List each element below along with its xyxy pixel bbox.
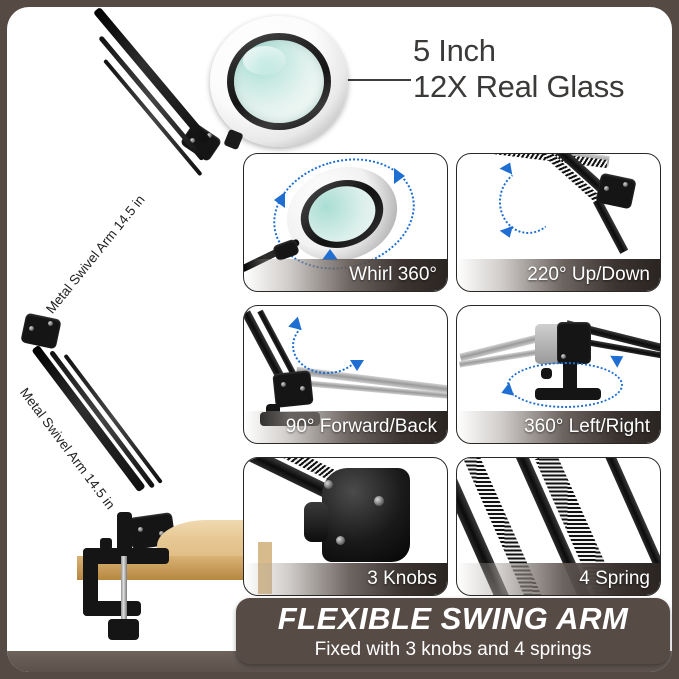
- feature-panel-3-knobs[interactable]: 3 Knobs: [243, 457, 448, 596]
- panel-caption: 90° Forward/Back: [244, 411, 447, 443]
- knob-screw: [336, 536, 345, 545]
- joint-screw: [29, 326, 34, 331]
- arm-label-upper: Metal Swivel Arm 14.5 in: [43, 192, 148, 317]
- panel-caption-text: 360° Left/Right: [524, 416, 650, 437]
- headline-line-1: 5 Inch: [413, 33, 496, 68]
- panel-caption-text: 3 Knobs: [367, 568, 437, 589]
- joint-screw: [561, 354, 566, 359]
- panel-caption-text: 90° Forward/Back: [285, 416, 437, 437]
- panel-art-3-knobs: [244, 458, 447, 595]
- panel-arm-joint: [272, 370, 314, 408]
- joint-screw: [623, 182, 628, 187]
- infographic-canvas: 5 Inch 12X Real Glass Metal Swivel Arm 1…: [7, 7, 672, 672]
- banner-title: FLEXIBLE SWING ARM: [277, 601, 629, 636]
- tilt-arrow-down: [499, 225, 517, 241]
- joint-screw: [190, 138, 195, 143]
- arm-joint-middle: [20, 312, 62, 350]
- upper-arm-bar-inner: [98, 35, 205, 162]
- panel-caption: 360° Left/Right: [457, 411, 660, 443]
- tilt-path-dotted: [494, 164, 564, 238]
- feature-panel-grid: Whirl 360° 220° Up/Down: [243, 153, 661, 596]
- clamp-knob: [100, 538, 112, 550]
- bottom-banner: FLEXIBLE SWING ARM Fixed with 3 knobs an…: [236, 598, 670, 664]
- panel-caption: 4 Spring: [457, 563, 660, 595]
- headline-line-2: 12X Real Glass: [413, 68, 625, 104]
- feature-panel-90-forward-back[interactable]: 90° Forward/Back: [243, 305, 448, 444]
- feature-panel-4-spring[interactable]: 4 Spring: [456, 457, 661, 596]
- feature-panel-360-left-right[interactable]: 360° Left/Right: [456, 305, 661, 444]
- feature-panel-whirl-360[interactable]: Whirl 360°: [243, 153, 448, 292]
- panel-caption: 220° Up/Down: [457, 259, 660, 291]
- clamp-post: [117, 512, 132, 558]
- lower-arm-bar-inner: [49, 349, 156, 489]
- joint-screw: [604, 186, 609, 191]
- joint-screw: [207, 133, 212, 138]
- joint-screw: [48, 321, 53, 326]
- magnifier-glass: [234, 39, 324, 124]
- panel-art-360-left-right: [457, 306, 660, 443]
- knob-housing: [322, 468, 410, 562]
- panel-caption: 3 Knobs: [244, 563, 447, 595]
- panel-caption-text: 4 Spring: [579, 568, 650, 589]
- joint-screw: [138, 527, 143, 532]
- banner-subtitle: Fixed with 3 knobs and 4 springs: [314, 639, 592, 660]
- knob-screw: [374, 496, 384, 506]
- panel-art-whirl-360: [244, 154, 447, 291]
- panel-caption-text: Whirl 360°: [349, 264, 437, 285]
- upper-arm-bar-outer: [92, 7, 211, 145]
- feature-panel-220-up-down[interactable]: 220° Up/Down: [456, 153, 661, 292]
- pivot-arrow-back: [350, 360, 364, 371]
- headline-block: 5 Inch 12X Real Glass: [413, 33, 663, 105]
- rotation-arrow-bottom: [322, 249, 338, 260]
- knob-handle-large: [304, 502, 328, 542]
- rotation-arrow-left: [274, 192, 285, 208]
- clamp-screw-shaft: [121, 556, 127, 622]
- joint-screw: [300, 386, 305, 391]
- magnifier-lamp-head: [210, 16, 348, 147]
- swivel-path-dotted: [507, 362, 623, 408]
- swivel-arrow-right: [610, 350, 627, 368]
- joint-screw: [281, 382, 286, 387]
- clamp-bottom-jaw: [83, 601, 141, 616]
- clamp-screw-handle: [108, 619, 139, 640]
- panel-caption-text: 220° Up/Down: [527, 264, 650, 285]
- leader-line: [307, 79, 411, 81]
- rotation-arrow-right: [394, 168, 405, 184]
- panel-caption: Whirl 360°: [244, 259, 447, 291]
- knob-screw: [324, 480, 333, 489]
- panel-art-220-up-down: [457, 154, 660, 291]
- clamp-spine: [83, 548, 98, 616]
